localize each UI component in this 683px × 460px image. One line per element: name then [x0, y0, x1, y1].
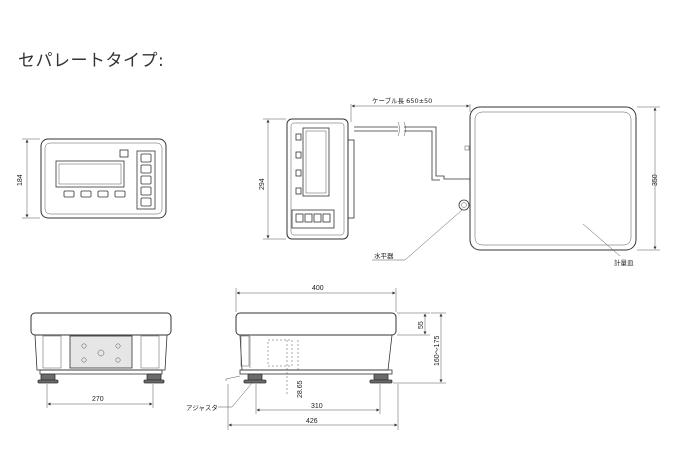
top-view-indicator — [263, 118, 355, 240]
section-heading: セパレートタイプ: — [18, 51, 165, 71]
scale-rear-view — [30, 312, 172, 408]
dim-294: 294 — [259, 178, 266, 190]
dim-55: 55 — [418, 321, 425, 329]
level-label: 水平器 — [374, 251, 394, 260]
dim-28-65: 28.65 — [297, 380, 304, 398]
dim-350: 350 — [652, 174, 659, 186]
dim-400: 400 — [312, 285, 324, 292]
cable — [350, 104, 471, 181]
pan-label: 計量皿 — [614, 258, 634, 267]
top-view-pan — [372, 106, 660, 261]
cable-length-label: ケーブル長 650±50 — [372, 96, 432, 105]
adjuster-label: アジャスタ — [186, 403, 218, 412]
dim-160-175: 160〜175 — [434, 336, 441, 366]
dim-426: 426 — [306, 418, 318, 425]
indicator-front-view — [22, 138, 167, 219]
dim-270: 270 — [92, 396, 104, 403]
scale-side-view — [218, 288, 446, 430]
dim-184: 184 — [17, 174, 24, 186]
dim-310: 310 — [311, 403, 323, 410]
